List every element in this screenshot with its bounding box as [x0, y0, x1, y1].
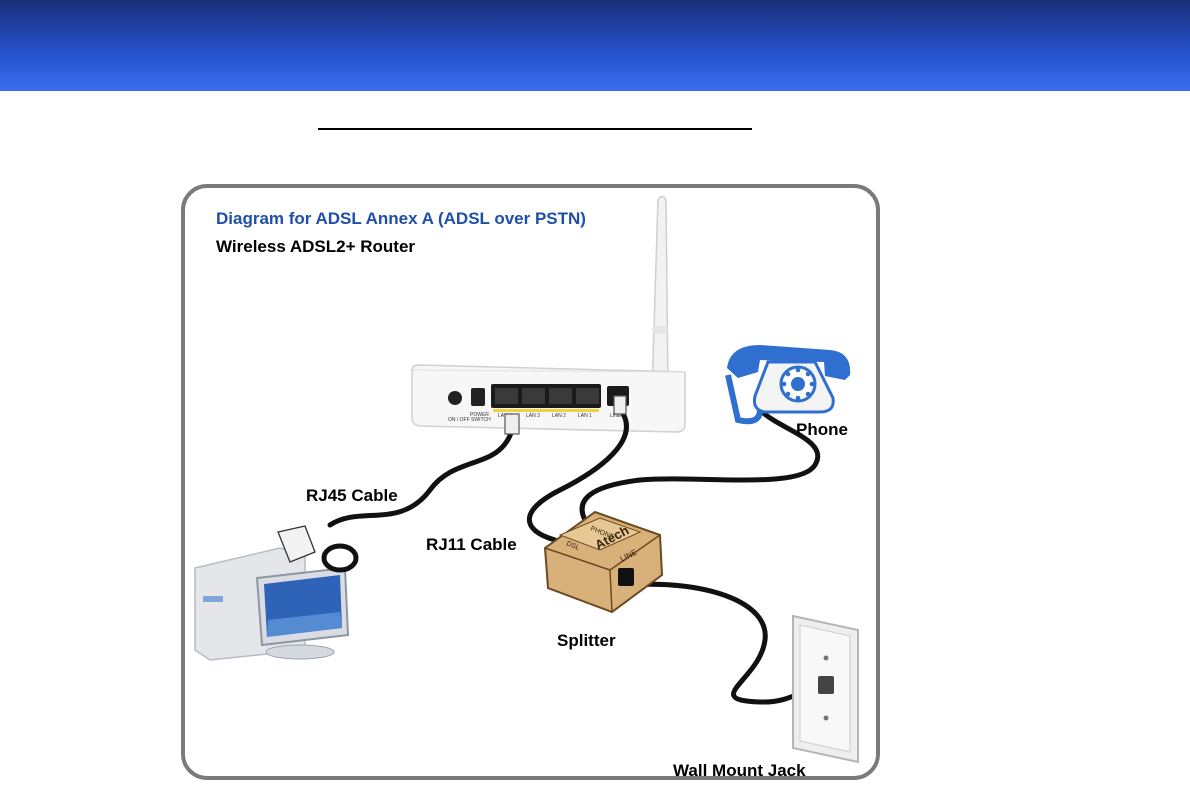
label-rj45-cable: RJ45 Cable	[306, 486, 398, 506]
phone-icon	[727, 345, 850, 421]
label-phone: Phone	[796, 420, 848, 440]
computer	[195, 526, 356, 660]
diagram-subtitle: Wireless ADSL2+ Router	[216, 237, 415, 257]
router-port-label-lan2: LAN 2	[552, 413, 566, 419]
router-port-label-power: POWER	[470, 412, 489, 418]
router: ON / OFF SWITCH POWER LAN 4 LAN 3 LAN 2 …	[412, 365, 685, 432]
power-switch-icon	[448, 391, 462, 405]
rj45-plug-router	[505, 414, 519, 434]
rj11-plug-router	[614, 396, 626, 414]
splitter: Atech PHONE DSL LINE	[545, 512, 662, 612]
label-rj11-cable: RJ11 Cable	[426, 535, 517, 555]
router-port-label-lan3: LAN 3	[526, 413, 540, 419]
power-jack-icon	[471, 388, 485, 406]
router-antenna	[652, 197, 668, 393]
wall-jack	[793, 616, 858, 762]
label-wall-mount-jack: Wall Mount Jack	[673, 761, 806, 781]
diagram-title: Diagram for ADSL Annex A (ADSL over PSTN…	[216, 209, 586, 229]
router-port-label-lan1: LAN 1	[578, 413, 592, 419]
label-splitter: Splitter	[557, 631, 616, 651]
